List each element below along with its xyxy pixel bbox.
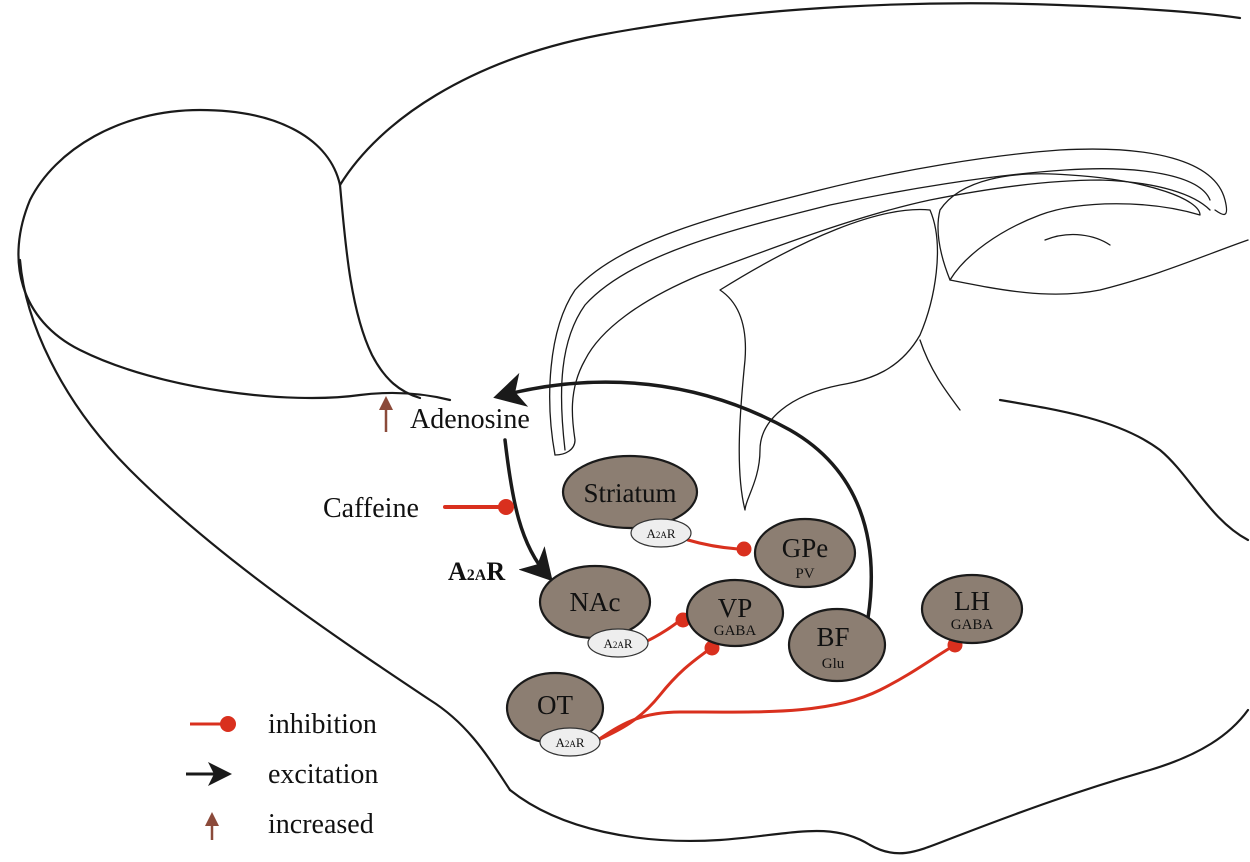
increased-icon (205, 812, 219, 826)
receptor-striatum: A2AR (630, 518, 692, 548)
legend-increased-label: increased (268, 809, 374, 840)
region-gpe: GPe PV (753, 517, 857, 589)
adenosine-label-group: Adenosine (379, 396, 530, 435)
region-lh: LH GABA (920, 573, 1024, 645)
caffeine-label: Caffeine (323, 493, 419, 524)
increased-arrow-icon (379, 396, 393, 432)
region-vp-sublabel: GABA (714, 623, 757, 639)
region-vp-label: VP (718, 593, 753, 623)
internal-structures (549, 148, 1249, 511)
legend-excitation: excitation (186, 759, 378, 790)
svg-text:A2AR: A2AR (555, 735, 584, 750)
svg-text:A2AR: A2AR (646, 526, 675, 541)
region-striatum-label: Striatum (584, 478, 677, 508)
region-ot-label: OT (537, 690, 573, 720)
region-bf: BF Glu (787, 607, 887, 683)
region-nac-label: NAc (570, 587, 621, 617)
region-bf-label: BF (816, 622, 849, 652)
inhibition-caffeine (443, 499, 514, 515)
legend-inhibition: inhibition (190, 709, 377, 740)
region-striatum: Striatum (561, 454, 699, 530)
a2ar-pathway-label: A2AR (448, 557, 505, 586)
region-lh-sublabel: GABA (951, 617, 994, 633)
region-gpe-label: GPe (782, 533, 829, 563)
region-bf-sublabel: Glu (822, 656, 845, 672)
inhibition-ot-to-lh (596, 637, 963, 742)
region-lh-label: LH (954, 586, 990, 616)
inhibition-striatum-to-gpe (686, 538, 752, 557)
inhibition-nac-to-vp (643, 612, 691, 644)
region-gpe-sublabel: PV (795, 566, 814, 582)
excitation-adenosine-to-nac (503, 438, 553, 582)
legend: inhibition excitation increased (186, 709, 378, 840)
excitation-bf-to-adenosine (493, 372, 874, 620)
region-nac: NAc (538, 564, 652, 640)
legend-excitation-label: excitation (268, 759, 378, 790)
region-ot: OT (505, 671, 605, 745)
svg-text:A2AR: A2AR (603, 636, 632, 651)
receptor-ot: A2AR (539, 727, 601, 757)
legend-inhibition-label: inhibition (268, 709, 377, 740)
legend-increased: increased (205, 809, 374, 840)
adenosine-label: Adenosine (410, 404, 530, 435)
region-vp: VP GABA (685, 578, 785, 648)
brain-outline (17, 2, 1250, 855)
receptor-nac: A2AR (587, 628, 649, 658)
